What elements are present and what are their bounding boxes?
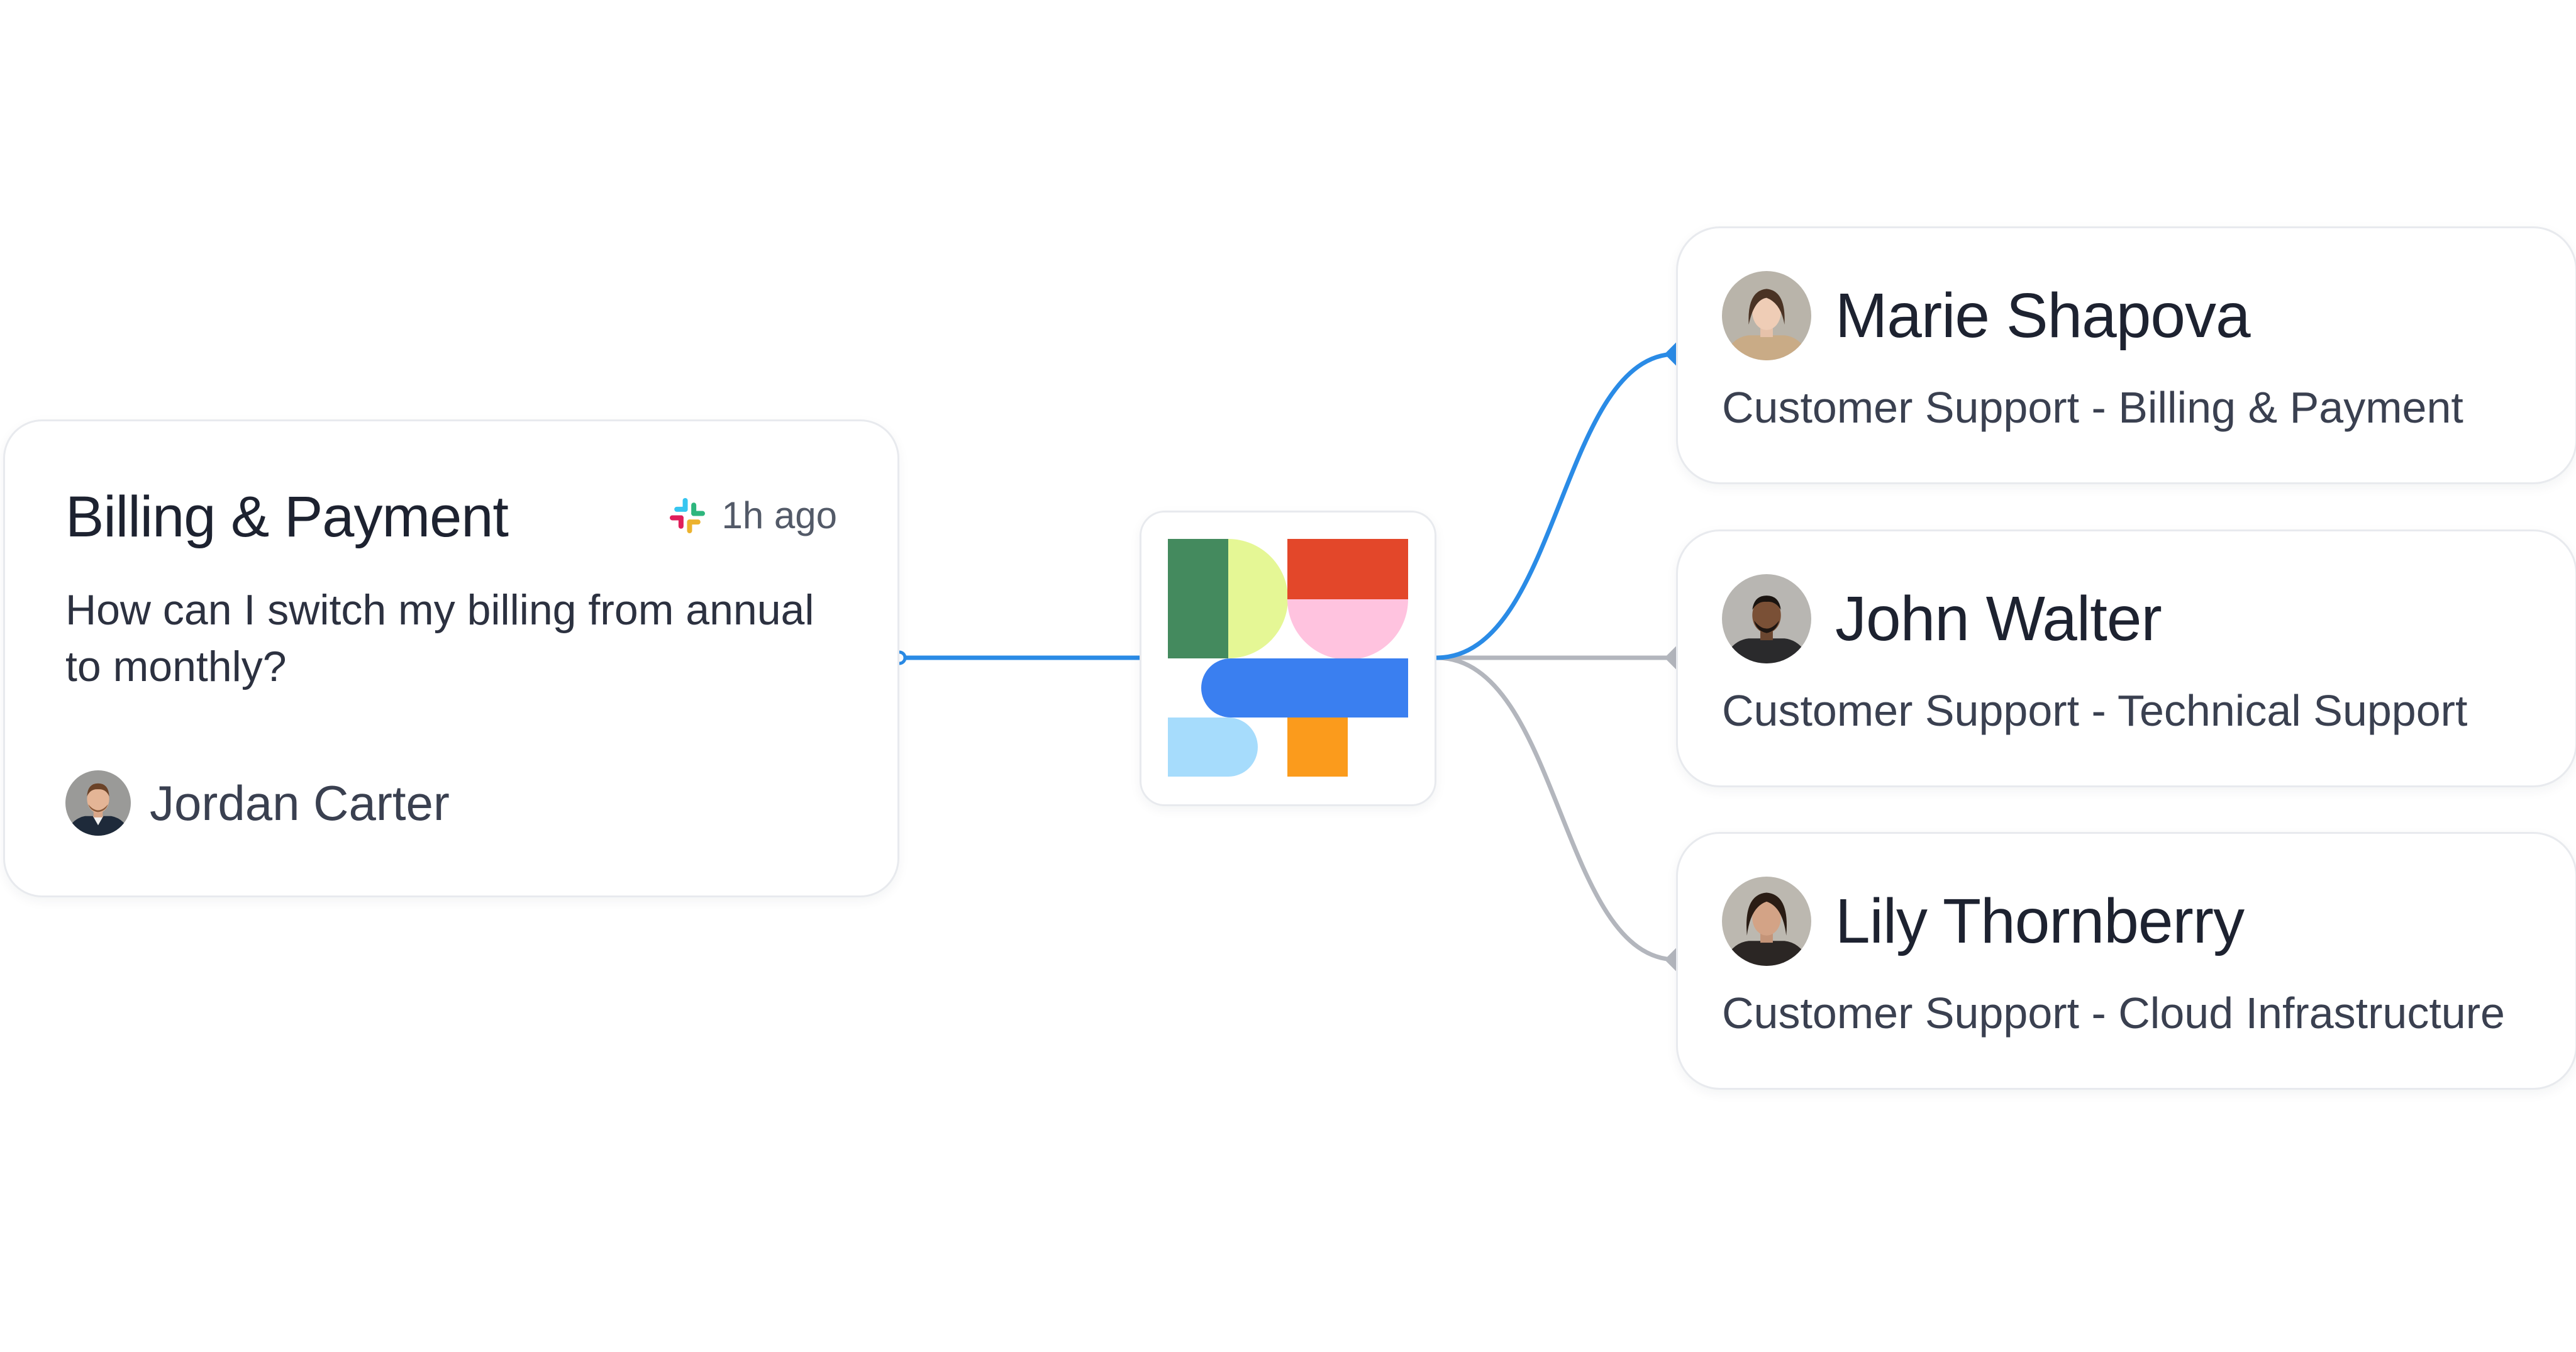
ticket-requester: Jordan Carter [65,770,450,836]
agent-header: Lily Thornberry [1722,877,2245,966]
ticket-card[interactable]: Billing & Payment 1h ago How can I switc… [3,419,899,897]
agent-header: Marie Shapova [1722,271,2251,360]
connector-to-agent-3 [1436,655,1677,962]
ticket-meta: 1h ago [667,494,837,537]
agent-header: John Walter [1722,574,2162,663]
agent-name: Lily Thornberry [1835,885,2245,956]
ticket-question: How can I switch my billing from annual … [65,586,814,690]
agent-card-lily-thornberry[interactable]: Lily Thornberry Customer Support - Cloud… [1676,832,2576,1090]
requester-avatar [65,770,131,836]
agent-role: Customer Support - Cloud Infrastructure [1722,989,2505,1038]
agent-card-marie-shapova[interactable]: Marie Shapova Customer Support - Billing… [1676,226,2576,484]
routing-hub[interactable] [1140,511,1436,806]
agent-name: John Walter [1835,583,2162,654]
ticket-title: Billing & Payment [65,485,509,549]
agent-card-john-walter[interactable]: John Walter Customer Support - Technical… [1676,529,2576,787]
slack-icon [670,497,706,533]
app-logo-icon [1168,539,1408,777]
ticket-time: 1h ago [721,494,837,536]
agent-role: Customer Support - Billing & Payment [1722,383,2463,432]
agent-avatar [1722,877,1811,966]
agent-name: Marie Shapova [1835,280,2251,351]
requester-name: Jordan Carter [150,775,450,831]
agent-avatar [1722,271,1811,360]
agent-role: Customer Support - Technical Support [1722,686,2468,735]
agent-avatar [1722,574,1811,663]
connector-to-agent-1 [1436,352,1677,660]
